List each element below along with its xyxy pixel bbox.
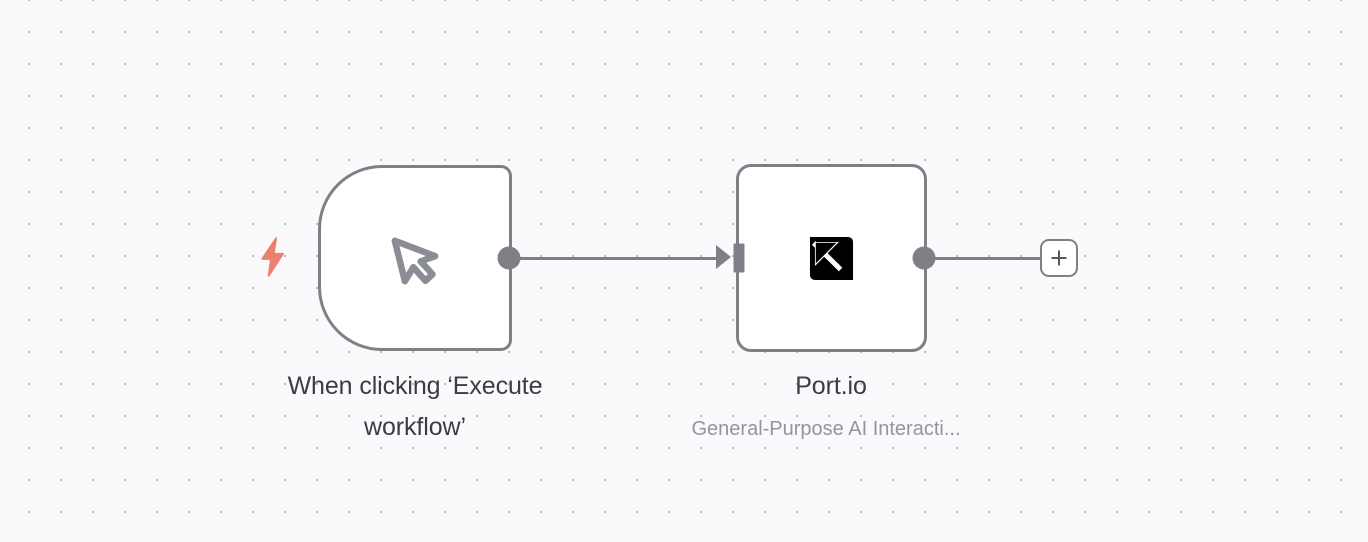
- connection-trigger-to-portio[interactable]: [518, 257, 723, 260]
- node-label-port-io: Port.io: [795, 372, 867, 400]
- connection-arrow-icon: [716, 245, 731, 269]
- lightning-bolt-icon: [258, 236, 288, 278]
- node-manual-trigger[interactable]: [318, 165, 521, 351]
- portio-output-port[interactable]: [912, 246, 936, 270]
- plus-icon: [1051, 250, 1067, 266]
- trigger-output-port[interactable]: [497, 246, 521, 270]
- node-label-manual-trigger: When clicking ‘Execute workflow’: [287, 372, 543, 441]
- node-subtitle-port-io: General-Purpose AI Interacti...: [691, 418, 961, 440]
- add-node-button[interactable]: [1040, 239, 1078, 277]
- cursor-pointer-icon: [378, 221, 452, 295]
- node-port-io[interactable]: [733, 164, 936, 352]
- connection-portio-to-add[interactable]: [933, 257, 1040, 260]
- portio-logo-icon: [805, 232, 858, 285]
- portio-input-port[interactable]: [733, 243, 745, 273]
